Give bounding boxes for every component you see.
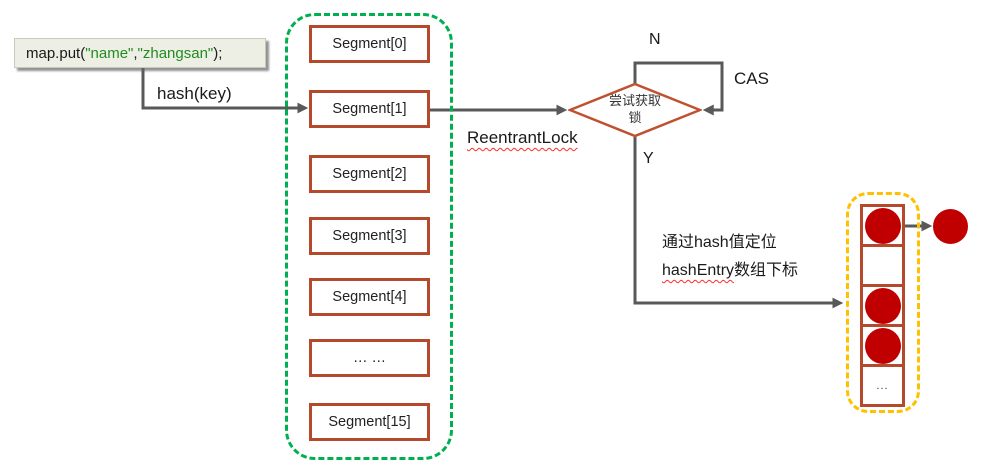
code-statement: map.put("name","zhangsan"); <box>14 38 266 68</box>
yes-branch-label: Y <box>643 150 654 167</box>
hashentry-cell-3 <box>860 324 905 367</box>
code-key-string: "name" <box>85 45 134 62</box>
segment-box-2: Segment[2] <box>309 155 430 193</box>
code-separator: , <box>133 45 138 62</box>
hashentry-cell-ellipsis: ... <box>876 379 889 392</box>
locate-caption-line2: hashEntry数组下标 <box>662 257 798 285</box>
reentrantlock-label: ReentrantLock <box>467 128 578 147</box>
segment-box-15: Segment[15] <box>309 403 430 441</box>
cas-label: CAS <box>734 69 769 88</box>
hashentry-cell-1 <box>860 244 905 287</box>
code-suffix: ); <box>213 45 223 62</box>
segment-box-0: Segment[0] <box>309 25 430 63</box>
locate-caption-suffix: 数组下标 <box>734 262 799 279</box>
hashentry-cell-4: ... <box>860 364 905 407</box>
locate-caption-line1: 通过hash值定位 <box>662 234 777 251</box>
locate-caption: 通过hash值定位 hashEntry数组下标 <box>662 229 798 285</box>
no-branch-label: N <box>649 31 661 48</box>
segments-container-outline <box>285 13 453 460</box>
locate-caption-hashentry: hashEntry <box>662 262 735 279</box>
entry-node <box>864 207 901 244</box>
hash-function-label: hash(key) <box>157 84 232 103</box>
hashentry-array: ... <box>860 204 905 407</box>
hashentry-cell-0 <box>860 204 905 247</box>
hashentry-array-outline <box>846 192 920 413</box>
decision-diamond <box>568 82 702 138</box>
code-value-string: "zhangsan" <box>137 45 214 62</box>
segment-box-1: Segment[1] <box>309 90 430 128</box>
entry-node <box>864 327 901 364</box>
hashentry-cell-2 <box>860 284 905 327</box>
decision-label: 尝试获取锁 <box>608 93 661 125</box>
cas-retry-loop-arrow <box>633 61 724 116</box>
linked-entry-node <box>933 209 968 244</box>
hash-arrow <box>141 68 309 114</box>
segment-box-3: Segment[3] <box>309 217 430 255</box>
segment-box-ellipsis: … … <box>309 339 430 377</box>
yes-branch-arrow <box>633 137 844 309</box>
segment-box-4: Segment[4] <box>309 278 430 316</box>
entry-node <box>864 287 901 324</box>
code-prefix: map.put( <box>26 45 86 62</box>
